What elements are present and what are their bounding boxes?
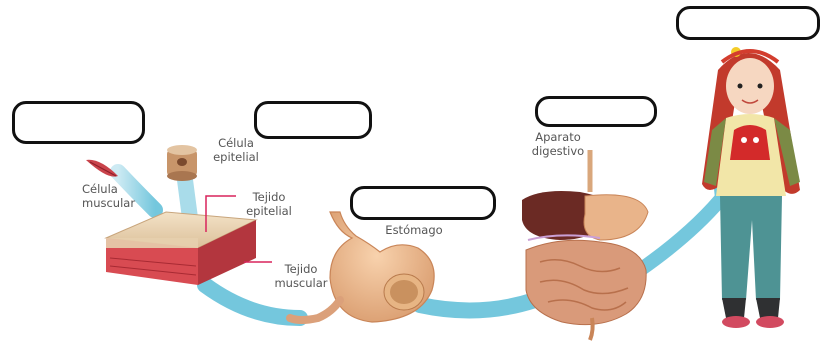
tissue-block-image [106,212,256,285]
answer-box-organo[interactable] [350,186,496,220]
label-tejido-epitelial: Tejido epitelial [238,190,300,218]
answer-box-tejido[interactable] [254,101,372,139]
flow-arrow-epithelial-to-tissue [185,180,190,218]
label-estomago: Estómago [374,223,454,237]
label-tejido-muscular: Tejido muscular [270,262,332,290]
answer-box-organismo[interactable] [676,6,820,40]
digestive-system-image [522,150,648,340]
answer-box-celula[interactable] [12,101,145,144]
epithelial-cell-image [167,145,197,181]
flow-arrow-system-to-organism [640,200,720,270]
label-celula-epitelial: Célula epitelial [208,136,264,164]
flow-arrow-organ-to-system [420,300,535,310]
answer-box-sistema[interactable] [535,96,657,127]
girl-image [702,47,800,328]
label-aparato-digestivo: Aparato digestivo [526,130,590,158]
label-celula-muscular: Célula muscular [82,182,135,210]
